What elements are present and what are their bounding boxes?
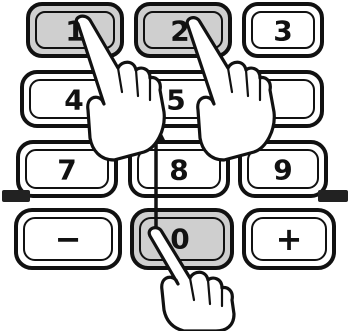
key-plus-label: + [276, 220, 303, 258]
key-0[interactable]: 0 [132, 210, 232, 268]
key-9-label: 9 [273, 154, 292, 187]
key-8-label: 8 [169, 154, 188, 187]
key-4-label: 4 [64, 84, 83, 117]
key-minus[interactable]: − [16, 210, 120, 268]
key-3-label: 3 [273, 15, 292, 48]
key-7-label: 7 [57, 154, 76, 187]
key-minus-label: − [55, 220, 82, 258]
left-side-tag [2, 190, 30, 202]
key-plus[interactable]: + [244, 210, 334, 268]
key-3[interactable]: 3 [244, 4, 322, 56]
right-side-tag [318, 190, 348, 202]
key-5-label: 5 [166, 84, 185, 117]
